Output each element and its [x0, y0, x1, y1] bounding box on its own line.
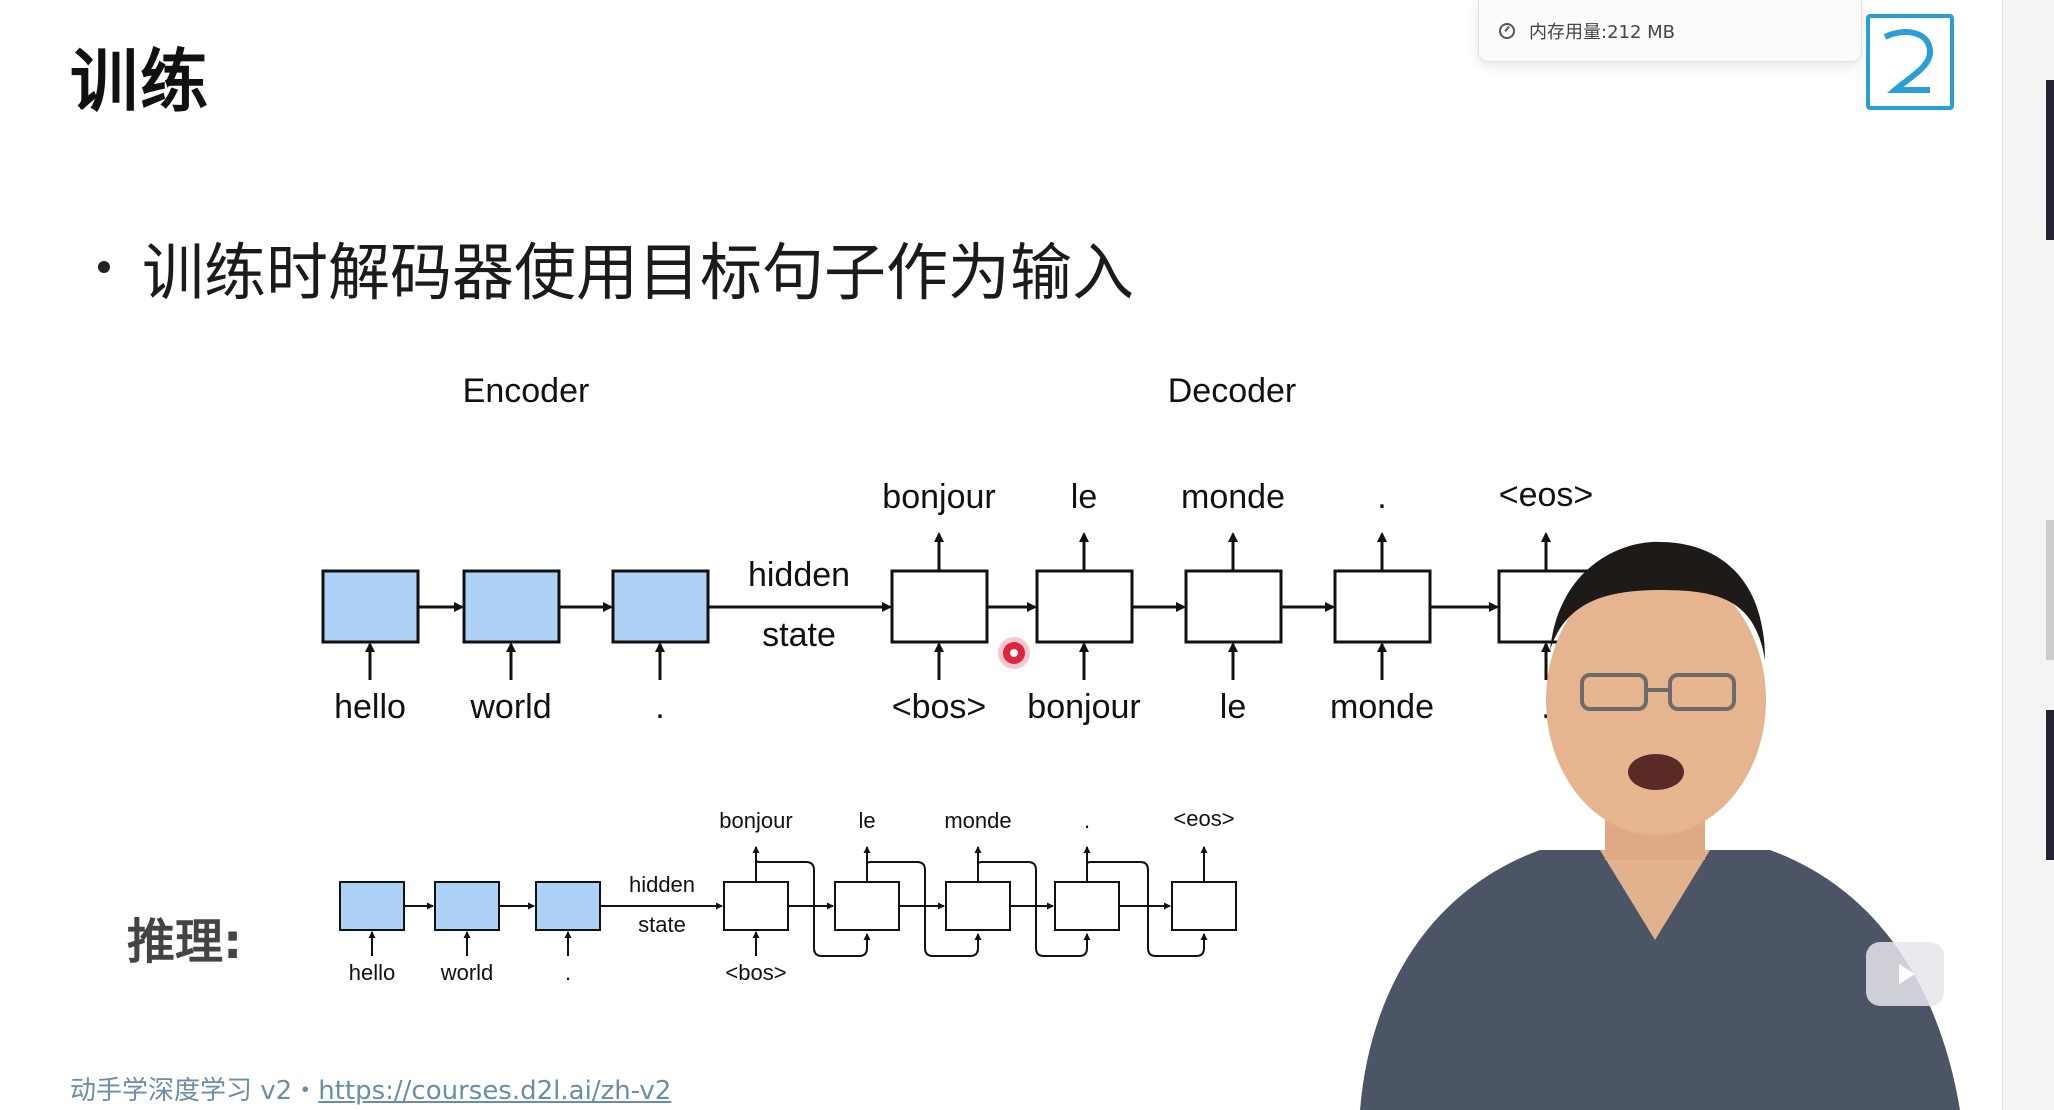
inf-decoder-output-5: <eos>: [1173, 806, 1235, 831]
decoder-input-5: .: [1541, 688, 1551, 726]
memory-usage-popup: 内存用量:212 MB: [1478, 0, 1862, 62]
encoder-cell-3: [611, 569, 710, 644]
inf-decoder-cell-5: [1171, 881, 1237, 931]
encoder-input-2: world: [470, 688, 552, 726]
play-triangle-icon: [1899, 964, 1915, 984]
inf-decoder-output-4: .: [1083, 808, 1091, 833]
bullet-text: 训练时解码器使用目标句子作为输入: [142, 236, 1135, 309]
inf-encoder-cell-1: [339, 881, 405, 931]
play-icon[interactable]: [1866, 942, 1944, 1006]
memory-usage-text: 内存用量:212 MB: [1529, 21, 1676, 43]
encoder-heading: Encoder: [462, 372, 590, 410]
decoder-output-1: bonjour: [882, 478, 996, 516]
decoder-output-5: <eos>: [1498, 476, 1594, 514]
footer-link[interactable]: https://courses.d2l.ai/zh-v2: [318, 1076, 672, 1106]
d2l-logo-icon: [1883, 29, 1934, 93]
decoder-output-3: monde: [1181, 478, 1285, 516]
inf-decoder-output-1: bonjour: [719, 808, 793, 833]
sidebar-thumbnail-3[interactable]: [2046, 710, 2054, 860]
decoder-heading: Decoder: [1167, 372, 1297, 410]
bullet-dot: [98, 261, 110, 273]
decoder-input-4: monde: [1330, 688, 1434, 726]
inf-state-label: state: [638, 912, 686, 937]
hidden-label: hidden: [747, 556, 851, 594]
presenter-video: [1360, 541, 1960, 1110]
slide-title: 训练: [70, 43, 211, 122]
encoder-cell-2: [462, 569, 561, 644]
inf-encoder-cell-2: [434, 881, 500, 931]
inf-decoder-cell-2: [834, 881, 900, 931]
state-label: state: [762, 616, 836, 654]
decoder-cell-1: [890, 569, 989, 644]
inf-decoder-input: <bos>: [725, 960, 787, 985]
bullet-item: 训练时解码器使用目标句子作为输入: [98, 222, 1134, 312]
decoder-input-1: <bos>: [891, 688, 987, 726]
d2l-logo: [1866, 14, 1954, 110]
inf-encoder-input-2: world: [440, 960, 494, 985]
decoder-cell-2: [1035, 569, 1134, 644]
decoder-input-3: le: [1219, 688, 1247, 726]
footer: 动手学深度学习 v2・https://courses.d2l.ai/zh-v2: [70, 1070, 671, 1107]
encoder-input-3: .: [655, 688, 665, 726]
inference-label: 推理:: [127, 914, 243, 970]
sidebar-thumbnail-2[interactable]: [2046, 520, 2054, 660]
decoder-output-2: le: [1070, 478, 1098, 516]
encoder-cell-1: [321, 569, 420, 644]
inf-decoder-cell-4: [1054, 881, 1120, 931]
inf-decoder-cell-3: [945, 881, 1011, 931]
inf-encoder-input-3: .: [564, 960, 572, 985]
encoder-input-1: hello: [334, 688, 406, 726]
inf-hidden-label: hidden: [628, 872, 696, 897]
right-sidebar: [2002, 0, 2054, 1110]
decoder-input-2: bonjour: [1027, 688, 1141, 726]
inf-decoder-output-2: le: [858, 808, 876, 833]
inf-encoder-input-1: hello: [348, 960, 396, 985]
decoder-output-4: .: [1377, 478, 1387, 516]
cursor-highlight: [1003, 642, 1025, 664]
inf-decoder-cell-1: [723, 881, 789, 931]
inf-encoder-cell-3: [535, 881, 601, 931]
inf-decoder-output-3: monde: [944, 808, 1012, 833]
footer-course: 动手学深度学习 v2・: [70, 1076, 319, 1106]
decoder-cell-3: [1184, 569, 1283, 644]
sidebar-thumbnail-1[interactable]: [2046, 80, 2054, 240]
inference-diagram: [339, 846, 1237, 957]
gauge-icon: [1499, 22, 1515, 39]
